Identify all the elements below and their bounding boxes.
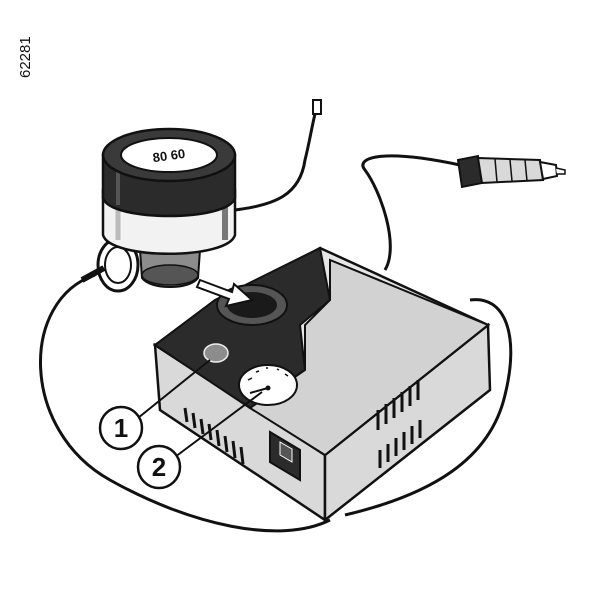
reference-code: 62281 bbox=[17, 36, 34, 78]
sealant-bottle: 80 60 bbox=[80, 127, 237, 293]
power-cable bbox=[344, 298, 513, 517]
air-hose bbox=[39, 273, 331, 533]
pressure-release-button bbox=[203, 343, 229, 363]
power-switch bbox=[269, 430, 301, 482]
bottle-label: 80 60 bbox=[152, 146, 186, 165]
callout-2-label: 2 bbox=[152, 452, 166, 482]
callout-2-circle bbox=[136, 444, 182, 490]
callout-2-leader bbox=[174, 391, 263, 458]
vent-grille-left bbox=[183, 407, 245, 465]
pressure-gauge bbox=[238, 364, 298, 406]
vent-grille-right bbox=[376, 380, 422, 468]
bottle-tube bbox=[234, 109, 318, 212]
power-cable-upper bbox=[361, 154, 461, 271]
callout-1-circle bbox=[98, 405, 144, 451]
insert-arrow bbox=[195, 278, 255, 308]
cigarette-lighter-plug bbox=[456, 154, 566, 189]
bottle-tube-fitting bbox=[312, 99, 322, 115]
callout-1-label: 1 bbox=[114, 413, 128, 443]
callout-1-leader bbox=[137, 359, 211, 419]
